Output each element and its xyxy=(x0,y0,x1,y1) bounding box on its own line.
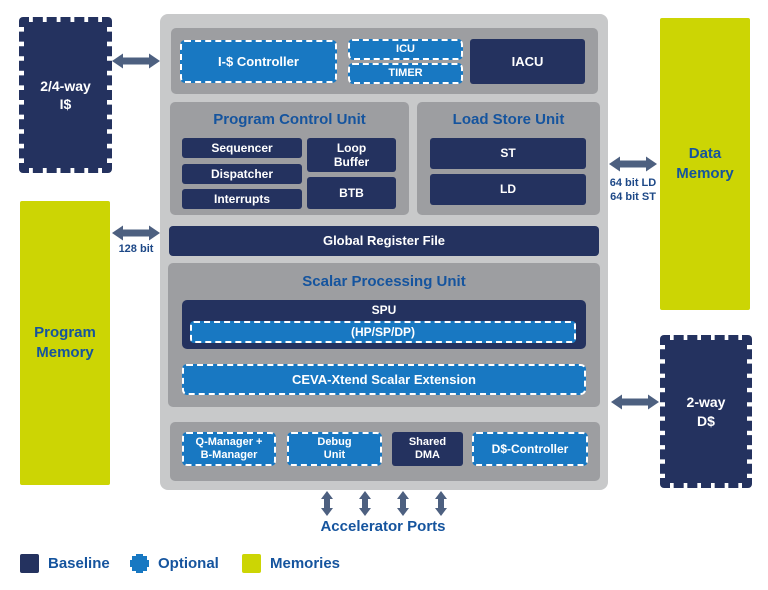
accelerator-port-arrow-icon xyxy=(320,491,334,516)
data-memory-block: Data Memory xyxy=(660,18,750,310)
btb-block: BTB xyxy=(307,177,396,209)
accelerator-port-arrow-icon xyxy=(358,491,372,516)
legend-optional: Optional xyxy=(130,554,219,573)
data-memory-bus-arrow-icon xyxy=(609,155,657,173)
st-block: ST xyxy=(430,138,586,169)
program-control-unit-title: Program Control Unit xyxy=(213,111,366,128)
dcache-bus-arrow-icon xyxy=(611,393,659,411)
icache-bus-arrow-icon xyxy=(112,52,160,70)
memories-swatch-icon xyxy=(242,554,261,573)
dcache-block: 2-way D$ xyxy=(660,335,752,488)
data-bus-width-label: 64 bit LD 64 bit ST xyxy=(609,177,657,203)
timer-block: TIMER xyxy=(348,63,463,84)
baseline-swatch-icon xyxy=(20,554,39,573)
accelerator-port-arrow-icon xyxy=(434,491,448,516)
legend-memories-label: Memories xyxy=(270,555,341,572)
d-controller-block: D$-Controller xyxy=(472,432,588,466)
dispatcher-block: Dispatcher xyxy=(182,164,302,184)
spu-block: SPU (HP/SP/DP) xyxy=(182,300,586,349)
legend-memories: Memories xyxy=(242,554,340,573)
program-memory-bus-arrow-icon xyxy=(112,224,160,242)
accelerator-port-arrow-icon xyxy=(396,491,410,516)
sequencer-block: Sequencer xyxy=(182,138,302,158)
program-bus-width-label: 128 bit xyxy=(118,243,154,255)
global-register-file-block: Global Register File xyxy=(169,226,599,256)
optional-swatch-icon xyxy=(130,554,149,573)
legend-baseline: Baseline xyxy=(20,554,110,573)
iacu-block: IACU xyxy=(470,39,585,84)
ceva-xtend-block: CEVA-Xtend Scalar Extension xyxy=(182,364,586,395)
debug-unit-block: Debug Unit xyxy=(287,432,382,466)
shared-dma-block: Shared DMA xyxy=(392,432,463,466)
interrupts-block: Interrupts xyxy=(182,189,302,209)
icache-block: 2/4-way I$ xyxy=(19,17,112,173)
legend-optional-label: Optional xyxy=(158,555,219,572)
core-container: I-$ Controller ICU TIMER IACU Program Co… xyxy=(160,14,608,490)
program-memory-block: Program Memory xyxy=(20,201,110,485)
ic-controller-block: I-$ Controller xyxy=(180,40,337,83)
icu-block: ICU xyxy=(348,39,463,60)
spu-precision-block: (HP/SP/DP) xyxy=(190,321,576,343)
ld-block: LD xyxy=(430,174,586,205)
accelerator-ports-label: Accelerator Ports xyxy=(320,518,446,535)
loop-buffer-block: Loop Buffer xyxy=(307,138,396,172)
spu-label: SPU xyxy=(371,303,397,317)
load-store-unit-title: Load Store Unit xyxy=(452,111,565,128)
scalar-processing-unit-title: Scalar Processing Unit xyxy=(302,273,466,290)
q-b-manager-block: Q-Manager + B-Manager xyxy=(182,432,276,466)
legend-baseline-label: Baseline xyxy=(48,555,110,572)
